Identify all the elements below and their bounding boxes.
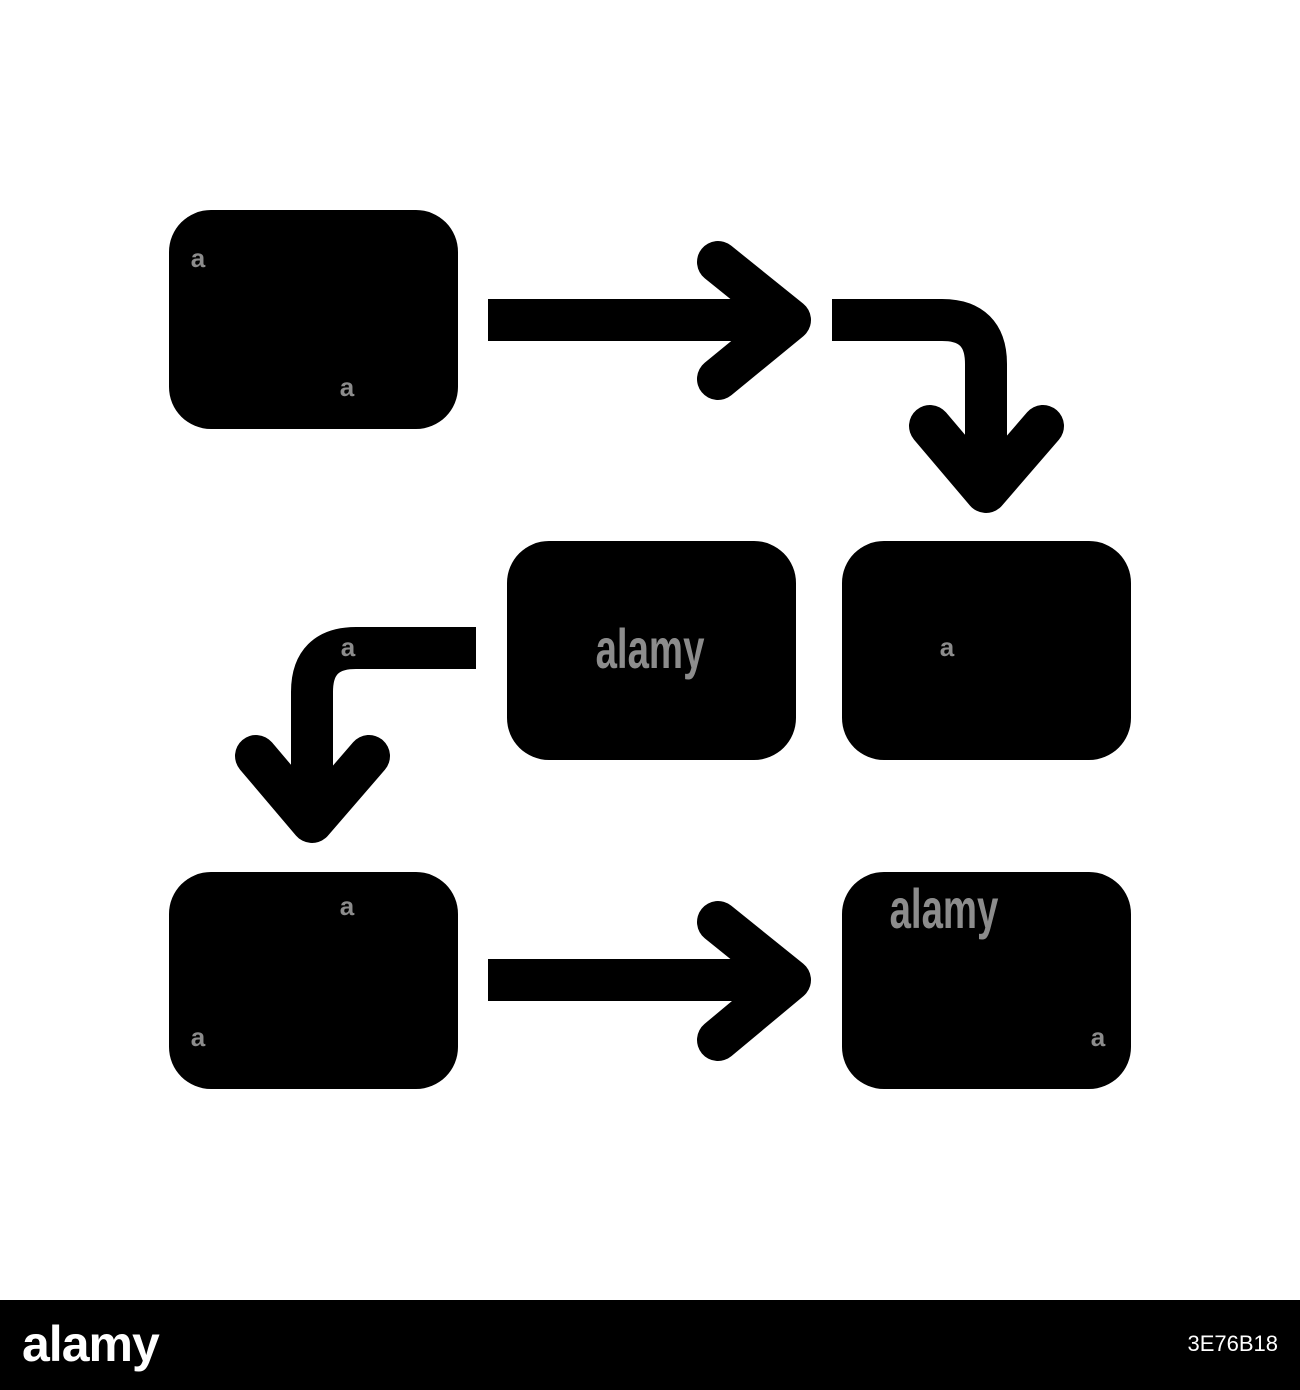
watermark-letter: a xyxy=(341,632,356,662)
watermark-word: alamy xyxy=(596,619,705,681)
footer-bar: alamy 3E76B18 xyxy=(0,1300,1300,1390)
watermark-letter: a xyxy=(1091,1022,1106,1052)
arrow-bend-down-icon xyxy=(832,299,1064,513)
watermark-word: alamy xyxy=(890,879,999,941)
process-box-2 xyxy=(507,541,796,760)
watermark-letter: a xyxy=(191,1022,206,1052)
process-box-1 xyxy=(169,210,458,429)
process-box-4 xyxy=(169,872,458,1089)
image-id-label: 3E76B18 xyxy=(1187,1331,1278,1356)
arrow-right-top-icon xyxy=(488,241,811,400)
flowchart-canvas: alamy alamy a a a a a a a xyxy=(169,210,1131,1089)
arrow-bend-down-left-icon xyxy=(235,627,476,843)
watermark-letter: a xyxy=(340,891,355,921)
flowchart-diagram: alamy alamy a a a a a a a xyxy=(169,210,1131,1089)
watermark-layer: alamy alamy a a a a a a a xyxy=(191,243,1106,1052)
watermark-letter: a xyxy=(940,632,955,662)
arrow-right-bottom-icon xyxy=(488,901,811,1061)
footer-logo: alamy xyxy=(22,1316,160,1372)
watermark-letter: a xyxy=(191,243,206,273)
watermark-letter: a xyxy=(340,372,355,402)
process-box-3 xyxy=(842,541,1131,760)
process-box-5 xyxy=(842,872,1131,1089)
